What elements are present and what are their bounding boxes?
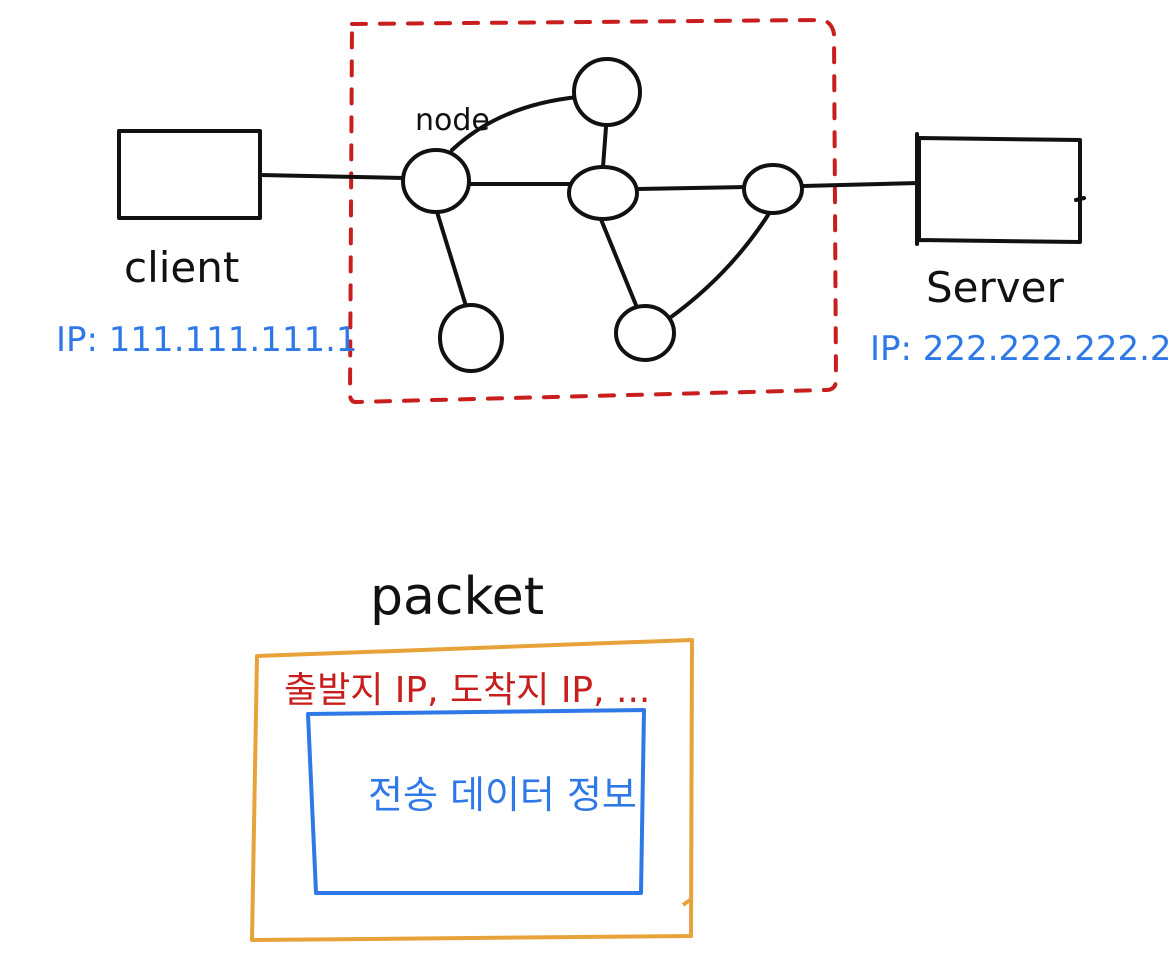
network-links [258, 95, 921, 322]
link-node1-node2 [450, 95, 580, 152]
link-node3-node6 [598, 215, 640, 312]
packet-header-text: 출발지 IP, 도착지 IP, ... [284, 670, 650, 711]
network-boundary [347, 17, 839, 405]
packet-title: packet [370, 567, 544, 627]
packet-payload-text: 전송 데이터 정보 [368, 773, 637, 817]
link-node4-server [801, 181, 921, 188]
link-node1-node5 [435, 210, 468, 308]
server-label: Server [926, 263, 1064, 312]
link-node2-node3 [601, 125, 608, 169]
client-ip: IP: 111.111.111.1 [56, 320, 358, 360]
client-label: client [124, 243, 239, 292]
node-2 [572, 57, 642, 127]
packet-payload-box [306, 708, 646, 895]
link-client-node1 [258, 173, 406, 180]
server-ip: IP: 222.222.222.2 [870, 329, 1168, 369]
node-6 [614, 304, 676, 362]
packet-outer-box [250, 638, 694, 942]
node-5 [438, 303, 504, 373]
client-box [117, 129, 262, 220]
server-box [915, 132, 1086, 246]
node-3 [567, 165, 639, 221]
link-node4-node6 [665, 210, 772, 322]
node-label: node [415, 103, 490, 138]
node-4 [742, 163, 804, 215]
node-1 [401, 148, 471, 214]
network-nodes [401, 57, 804, 373]
link-node3-node4 [635, 185, 750, 191]
